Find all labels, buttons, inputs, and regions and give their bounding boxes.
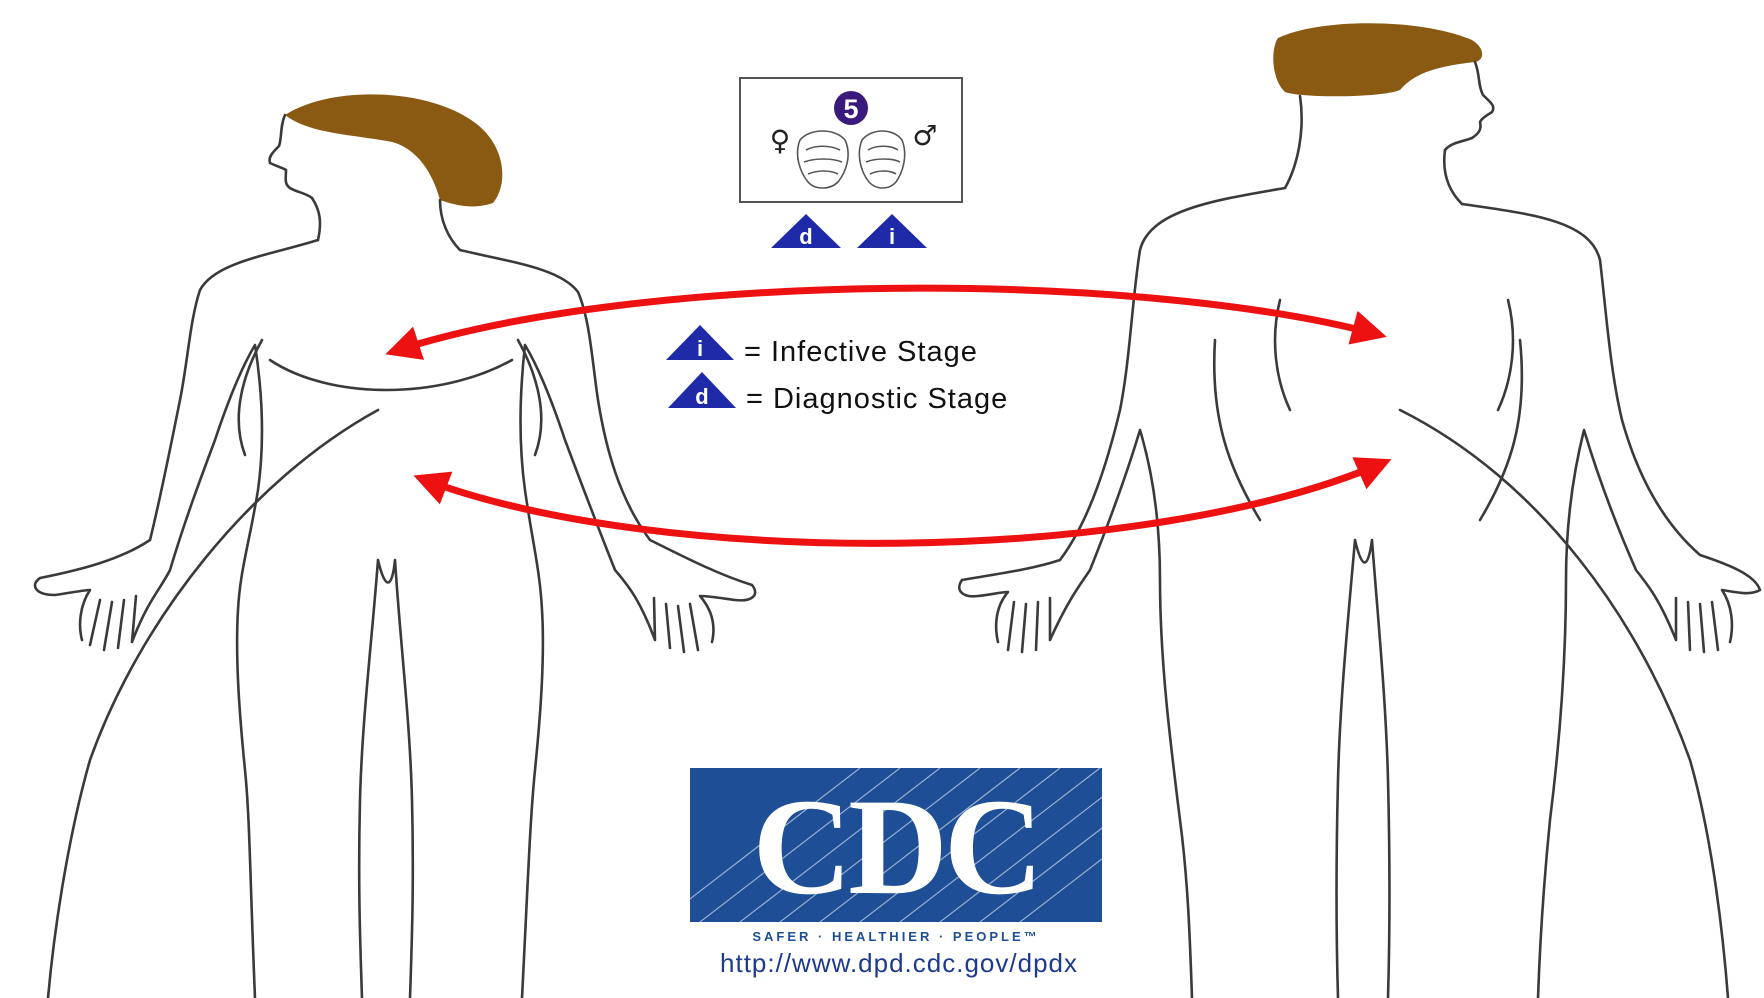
legend-infective-letter: i (697, 336, 703, 361)
female-inner-legs (359, 560, 413, 998)
female-neck (312, 198, 460, 250)
female-hair (285, 94, 502, 206)
infective-stage-letter: i (889, 224, 895, 249)
cdc-tagline: SAFER · HEALTHIER · PEOPLE™ (752, 929, 1039, 944)
legend-diagnostic-letter: d (695, 384, 708, 409)
male-face-outline (1445, 62, 1493, 150)
legend: i = Infective Stage d = Diagnostic Stage (666, 325, 1008, 415)
legend-infective-label: = Infective Stage (744, 336, 978, 368)
female-symbol: ♀ (770, 124, 791, 157)
stage-markers: d i (771, 214, 927, 249)
male-inner-legs (1337, 540, 1390, 998)
cdc-wordmark: CDC (753, 770, 1040, 923)
male-symbol: ♂ (912, 119, 937, 152)
male-neck (1285, 96, 1462, 204)
female-body-left (35, 240, 318, 998)
lower-transmission-arrow (420, 462, 1385, 543)
diagnostic-stage-letter: d (799, 224, 812, 249)
legend-diagnostic-label: = Diagnostic Stage (746, 383, 1008, 415)
female-waist-lines (239, 340, 542, 455)
stage-box: 5 ♀ ♂ (740, 78, 962, 202)
source-url: http://www.dpd.cdc.gov/dpdx (720, 948, 1078, 978)
male-hair (1273, 23, 1482, 96)
female-figure (35, 94, 755, 998)
female-face-outline (270, 115, 312, 198)
female-left-outer-arc (48, 410, 378, 998)
male-right-outer-arc (1400, 410, 1728, 998)
cdc-logo: CDC SAFER · HEALTHIER · PEOPLE™ (660, 768, 1220, 944)
stage-number: 5 (843, 94, 858, 124)
